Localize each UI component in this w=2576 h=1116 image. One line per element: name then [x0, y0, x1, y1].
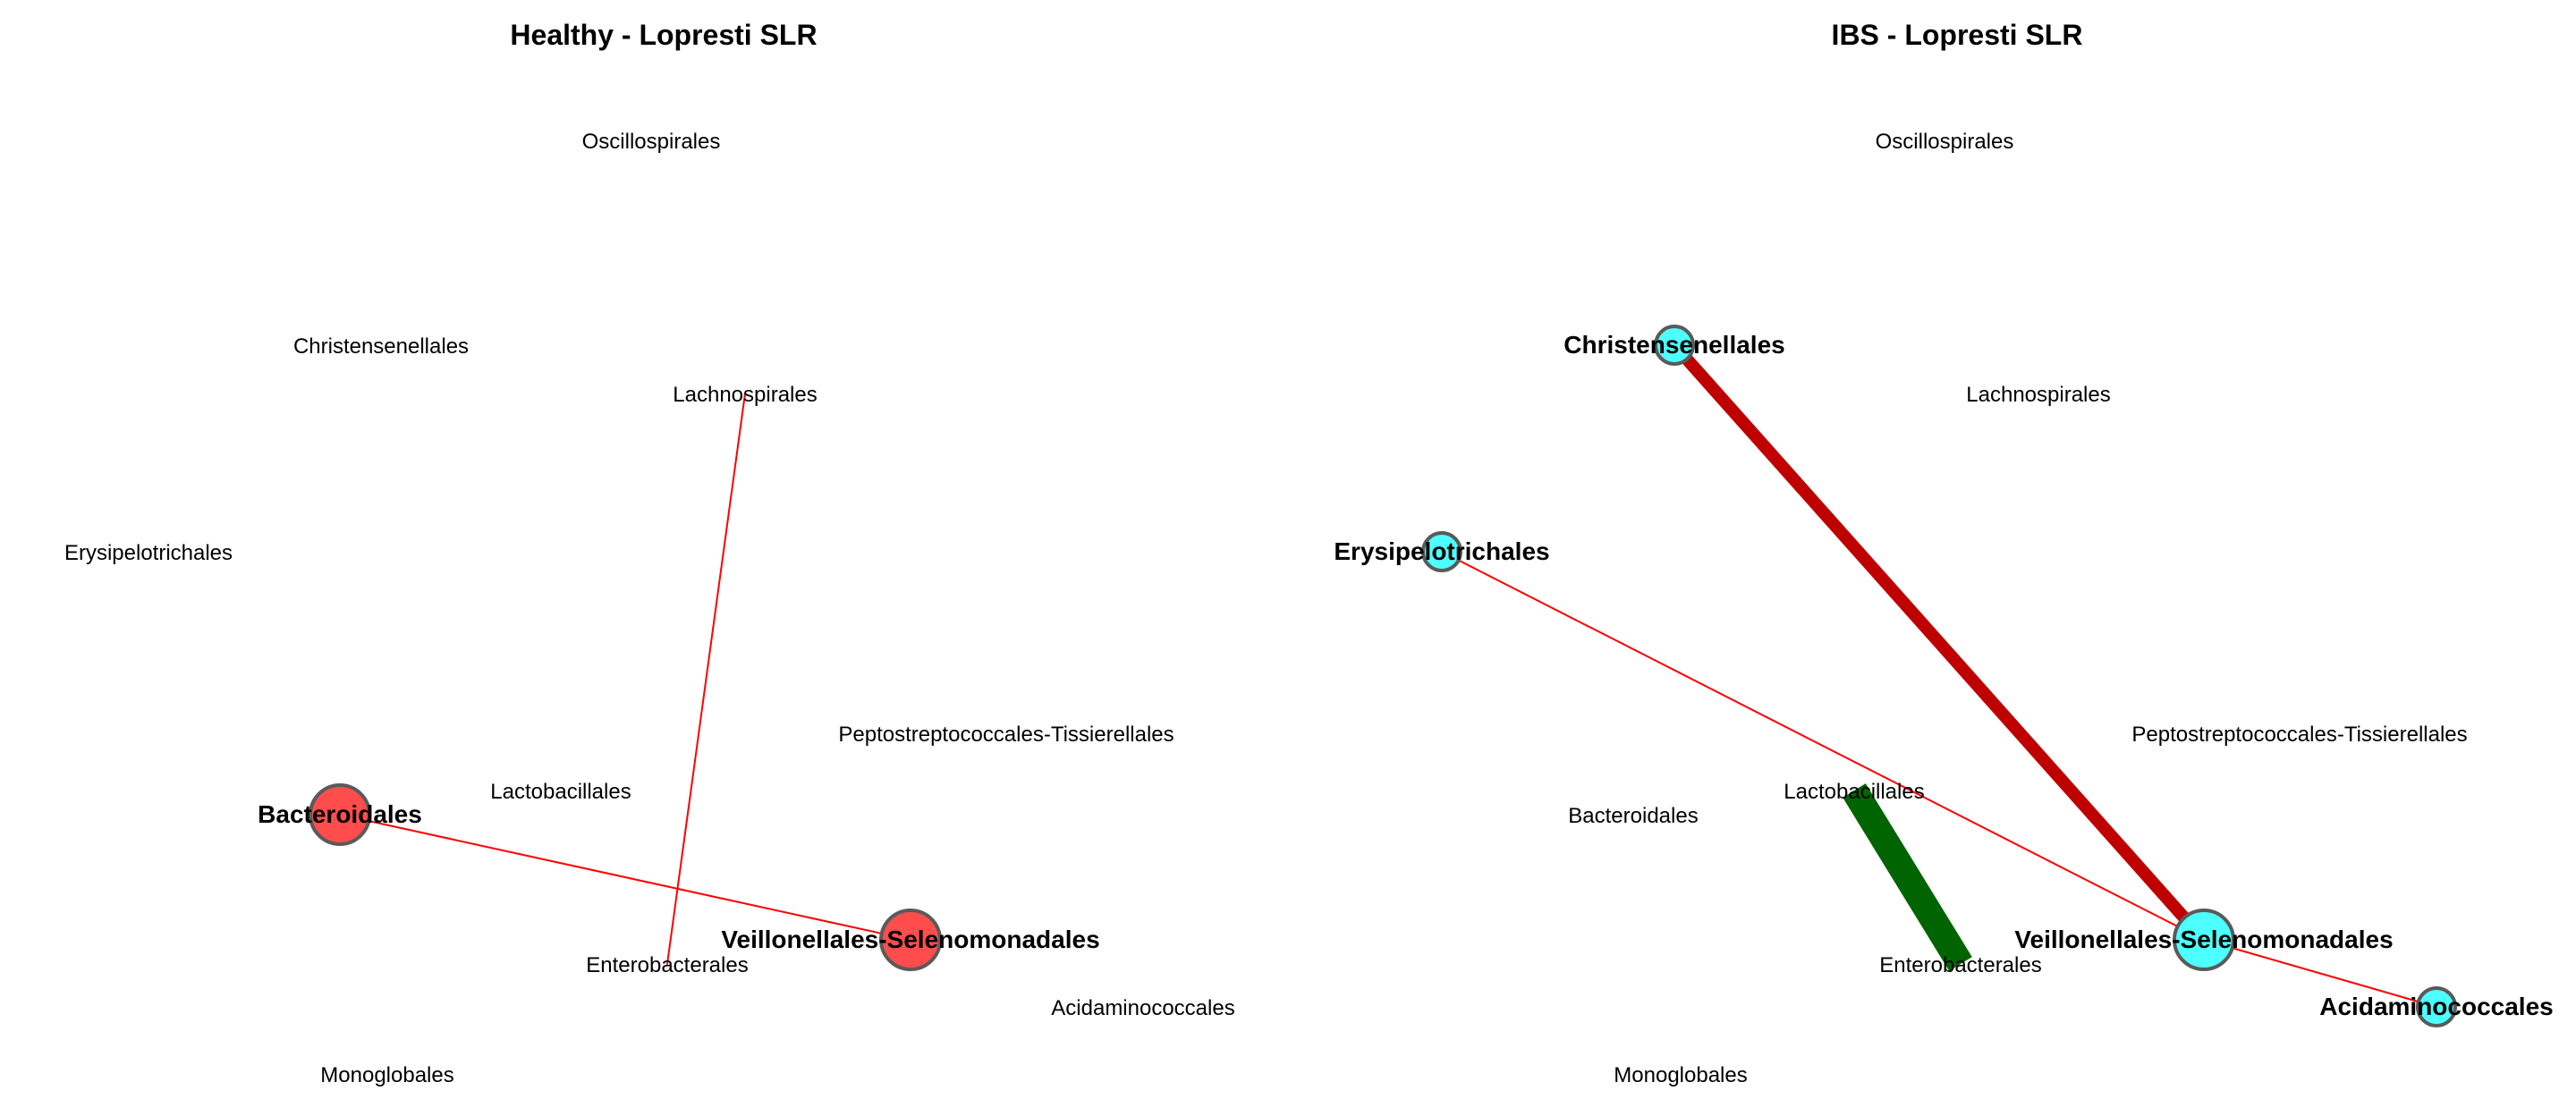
ibs-node-christensenellales [1654, 325, 1695, 366]
healthy-label-erysipelotrichales: Erysipelotrichales [64, 541, 233, 565]
healthy-label-bacteroidales: Bacteroidales [258, 800, 422, 828]
healthy-edges [339, 393, 911, 965]
ibs-labels: OscillospiralesChristensenellalesLachnos… [1334, 130, 2553, 1087]
healthy-network-panel: Healthy - Lopresti SLR OscillospiralesCh… [64, 19, 1235, 1087]
healthy-node-veillonellales-selenomonadales [879, 909, 942, 971]
ibs-label-lactobacillales: Lactobacillales [1784, 780, 1924, 804]
ibs-label-acidaminococcales: Acidaminococcales [2319, 993, 2553, 1020]
ibs-edge-erysipelotrichales-veillonellales-selenomonadales [1441, 551, 2205, 941]
ibs-edges [1441, 341, 2437, 1008]
healthy-label-oscillospirales: Oscillospirales [582, 130, 721, 154]
ibs-label-oscillospirales: Oscillospirales [1876, 130, 2014, 154]
ibs-label-enterobacterales: Enterobacterales [1879, 953, 2041, 977]
healthy-nodes [309, 783, 942, 971]
ibs-edge-lactobacillales-enterobacterales [1843, 783, 1972, 971]
healthy-node-bacteroidales [309, 783, 371, 846]
healthy-label-lactobacillales: Lactobacillales [490, 780, 631, 804]
ibs-label-erysipelotrichales: Erysipelotrichales [1334, 537, 1549, 565]
ibs-label-christensenellales: Christensenellales [1563, 331, 1784, 359]
ibs-label-monoglobales: Monoglobales [1614, 1063, 1747, 1087]
ibs-node-erysipelotrichales [1421, 531, 1462, 572]
healthy-labels: OscillospiralesChristensenellalesLachnos… [64, 130, 1235, 1087]
ibs-label-bacteroidales: Bacteroidales [1568, 804, 1698, 828]
ibs-edge-veillonellales-selenomonadales-acidaminococcales [2203, 939, 2437, 1008]
healthy-label-monoglobales: Monoglobales [320, 1063, 453, 1087]
ibs-node-veillonellales-selenomonadales [2173, 909, 2235, 971]
ibs-node-acidaminococcales [2416, 986, 2457, 1027]
healthy-panel-title: Healthy - Lopresti SLR [510, 19, 817, 51]
healthy-label-acidaminococcales: Acidaminococcales [1051, 996, 1234, 1020]
healthy-label-lachnospirales: Lachnospirales [673, 383, 817, 407]
ibs-panel-title: IBS - Lopresti SLR [1832, 19, 2083, 51]
ibs-label-lachnospirales: Lachnospirales [1966, 383, 2110, 407]
ibs-label-peptostreptococcales-tissierellales: Peptostreptococcales-Tissierellales [2131, 723, 2467, 747]
healthy-label-peptostreptococcales-tissierellales: Peptostreptococcales-Tissierellales [838, 723, 1174, 747]
healthy-label-veillonellales-selenomonadales: Veillonellales-Selenomonadales [721, 926, 1099, 953]
healthy-label-enterobacterales: Enterobacterales [586, 953, 748, 977]
healthy-edge-lachnospirales-enterobacterales [666, 393, 746, 965]
ibs-network-panel: IBS - Lopresti SLR OscillospiralesChrist… [1334, 19, 2553, 1087]
ibs-nodes [1421, 325, 2457, 1027]
healthy-label-christensenellales: Christensenellales [293, 334, 469, 359]
healthy-edge-bacteroidales-veillonellales-selenomonadales [339, 814, 911, 941]
ibs-edge-christensenellales-veillonellales-selenomonadales [1669, 341, 2209, 944]
ibs-label-veillonellales-selenomonadales: Veillonellales-Selenomonadales [2014, 926, 2393, 953]
